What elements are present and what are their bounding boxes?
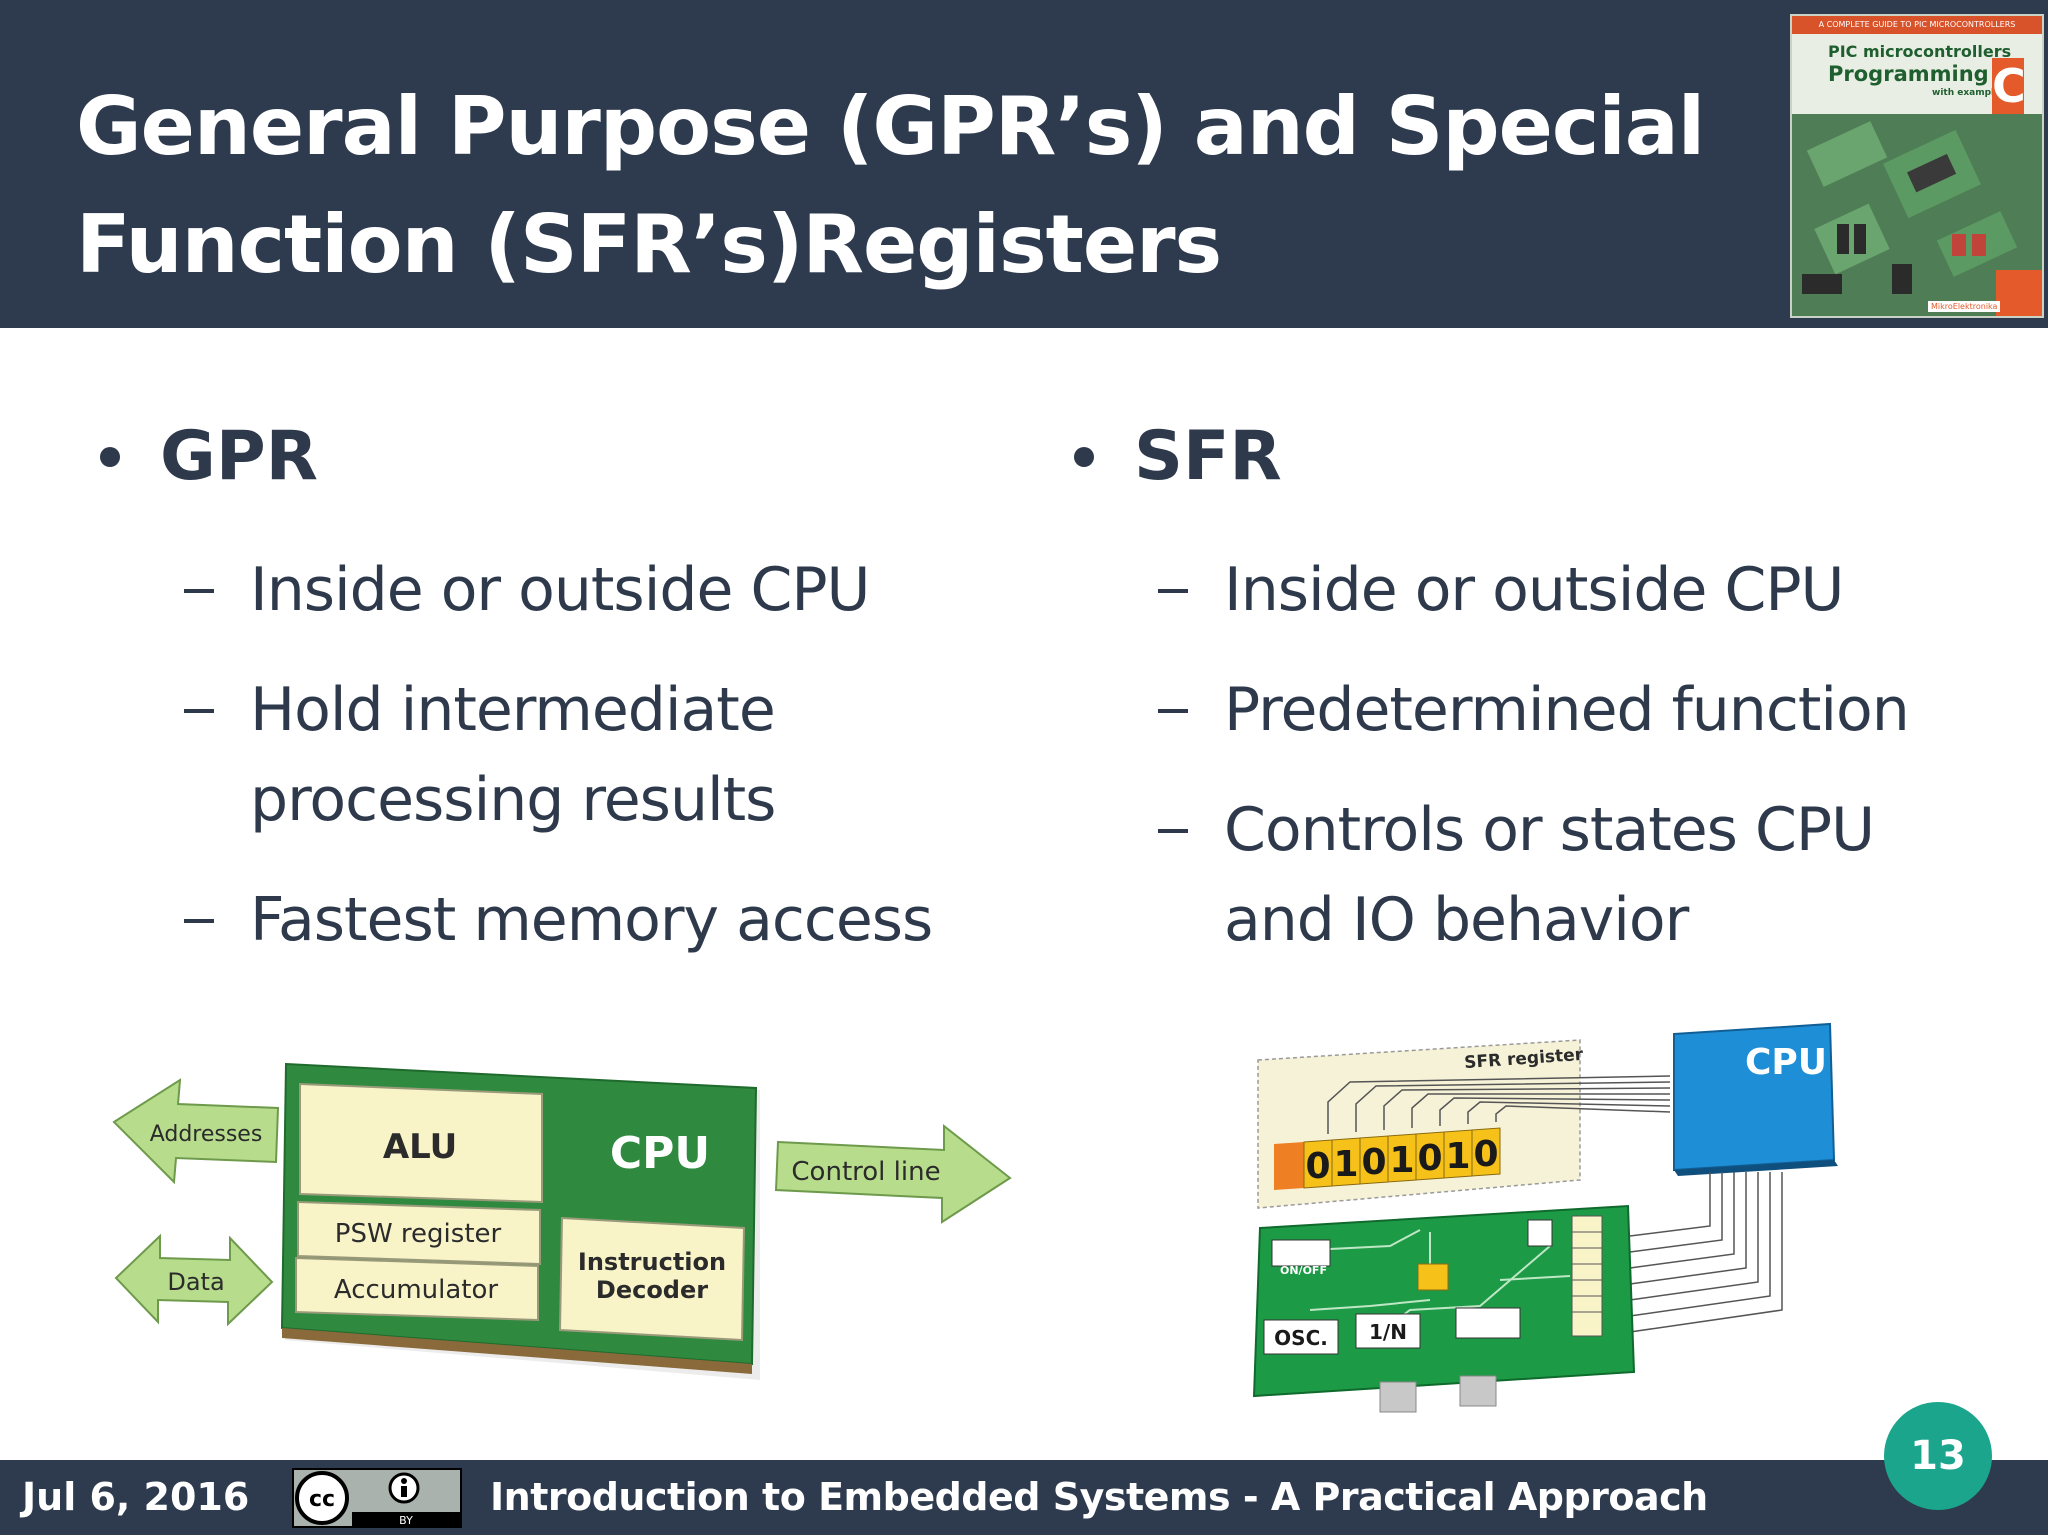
on-off-label: ON/OFF	[1280, 1264, 1327, 1277]
bit-4: 0	[1417, 1138, 1442, 1179]
bit-0: 0	[1305, 1146, 1330, 1187]
accumulator-label: Accumulator	[334, 1275, 498, 1305]
sfr-item-1: Inside or outside CPU	[1224, 555, 1844, 625]
creative-commons-badge: cc BY	[292, 1468, 462, 1528]
bit-1: 1	[1333, 1144, 1358, 1185]
io-wires	[1629, 1172, 1783, 1333]
cpu-registers-diagram: ALU CPU PSW register Accumulator Instruc…	[112, 1062, 1012, 1380]
gpr-item-2-cont: processing results	[250, 765, 776, 835]
bit-5: 1	[1445, 1136, 1470, 1177]
dash-marker	[184, 919, 214, 923]
board-traces	[1309, 1229, 1571, 1341]
dash-marker	[1158, 829, 1188, 833]
data-arrow	[114, 1233, 274, 1327]
book-cover-brand: MikroElektronika	[1928, 301, 2001, 312]
register-bits	[1303, 1127, 1501, 1189]
alu-block	[299, 1082, 543, 1204]
slide-title: General Purpose (GPR’s) and Special Func…	[76, 68, 1756, 304]
gpr-item-3: Fastest memory access	[250, 885, 933, 955]
sfr-item-2: Predetermined function	[1224, 675, 1910, 745]
page-number-badge: 13	[1884, 1402, 1992, 1510]
license-by-label: BY	[399, 1514, 413, 1527]
book-cover-line2: Programming in	[1828, 62, 2019, 86]
alu-label: ALU	[383, 1127, 457, 1167]
io-connector	[1571, 1215, 1603, 1337]
sfr-cpu-block-edge	[1674, 1160, 1838, 1176]
svg-text:cc: cc	[309, 1487, 335, 1512]
book-cover-image: A COMPLETE GUIDE TO PIC MICROCONTROLLERS…	[1790, 14, 2044, 318]
dash-marker	[1158, 709, 1188, 713]
sfr-register-diagram: SFR register 0 1 0 1 0 1 0 CPU	[1252, 1022, 1838, 1413]
sfr-item-3-cont: and IO behavior	[1224, 885, 1689, 955]
register-cell-orange	[1274, 1142, 1304, 1190]
instruction-decoder-block	[558, 1216, 746, 1342]
book-cover-c: C	[1992, 58, 2026, 114]
addresses-arrow	[112, 1078, 280, 1185]
dash-marker	[184, 589, 214, 593]
dash-marker	[184, 709, 214, 713]
addresses-label: Addresses	[150, 1122, 263, 1147]
control-line-arrow	[774, 1123, 1012, 1224]
board-chip	[1417, 1263, 1449, 1291]
on-off-switch	[1271, 1239, 1331, 1267]
cpu-label: CPU	[610, 1128, 710, 1179]
decoder-label-line1: Instruction	[578, 1248, 726, 1276]
book-cover-cd-tag	[1996, 270, 2042, 316]
slide-title-line1: General Purpose (GPR’s) and Special	[76, 80, 1705, 173]
bit-2: 0	[1361, 1142, 1386, 1183]
osc-label: OSC.	[1274, 1326, 1328, 1350]
title-bar	[0, 0, 2048, 328]
register-wires	[1327, 1075, 1671, 1134]
slide-title-line2: Function (SFR’s)Registers	[76, 198, 1222, 291]
sfr-cpu-label: CPU	[1745, 1042, 1827, 1083]
footer-date: Jul 6, 2016	[22, 1475, 250, 1519]
gpr-item-1: Inside or outside CPU	[250, 555, 870, 625]
gpr-heading: GPR	[160, 417, 319, 496]
board-pin-left	[1379, 1381, 1417, 1413]
circuit-board-illustration	[1792, 114, 2042, 316]
footer-course-title: Introduction to Embedded Systems - A Pra…	[490, 1475, 1708, 1519]
decoder-label-line2: Decoder	[596, 1276, 708, 1304]
cpu-block-edge	[282, 1328, 752, 1374]
osc-block	[1263, 1319, 1339, 1355]
gpr-item-2: Hold intermediate	[250, 675, 776, 745]
board-switch-small	[1527, 1219, 1553, 1247]
bit-6: 0	[1473, 1134, 1498, 1175]
divider-label: 1/N	[1369, 1320, 1407, 1344]
io-connector-pins	[1572, 1231, 1602, 1313]
book-cover-band: A COMPLETE GUIDE TO PIC MICROCONTROLLERS	[1792, 16, 2042, 34]
dash-marker	[1158, 589, 1188, 593]
board-switch-right	[1455, 1307, 1521, 1339]
book-cover-line1: PIC microcontrollers	[1828, 42, 2012, 61]
psw-label: PSW register	[335, 1219, 502, 1249]
data-label: Data	[167, 1268, 224, 1296]
cc-icon	[295, 1471, 349, 1525]
peripheral-board	[1252, 1204, 1636, 1398]
book-cover-line3: with examples	[1932, 88, 2006, 98]
psw-register-block	[297, 1200, 541, 1266]
divider-block	[1355, 1313, 1421, 1349]
board-pin-right	[1459, 1375, 1497, 1407]
bullet-dot	[1074, 447, 1094, 467]
sfr-item-3: Controls or states CPU	[1224, 795, 1875, 865]
sfr-heading: SFR	[1134, 417, 1282, 496]
accumulator-block	[295, 1256, 539, 1322]
bit-3: 1	[1389, 1140, 1414, 1181]
bullet-dot	[100, 447, 120, 467]
control-line-label: Control line	[791, 1157, 940, 1187]
